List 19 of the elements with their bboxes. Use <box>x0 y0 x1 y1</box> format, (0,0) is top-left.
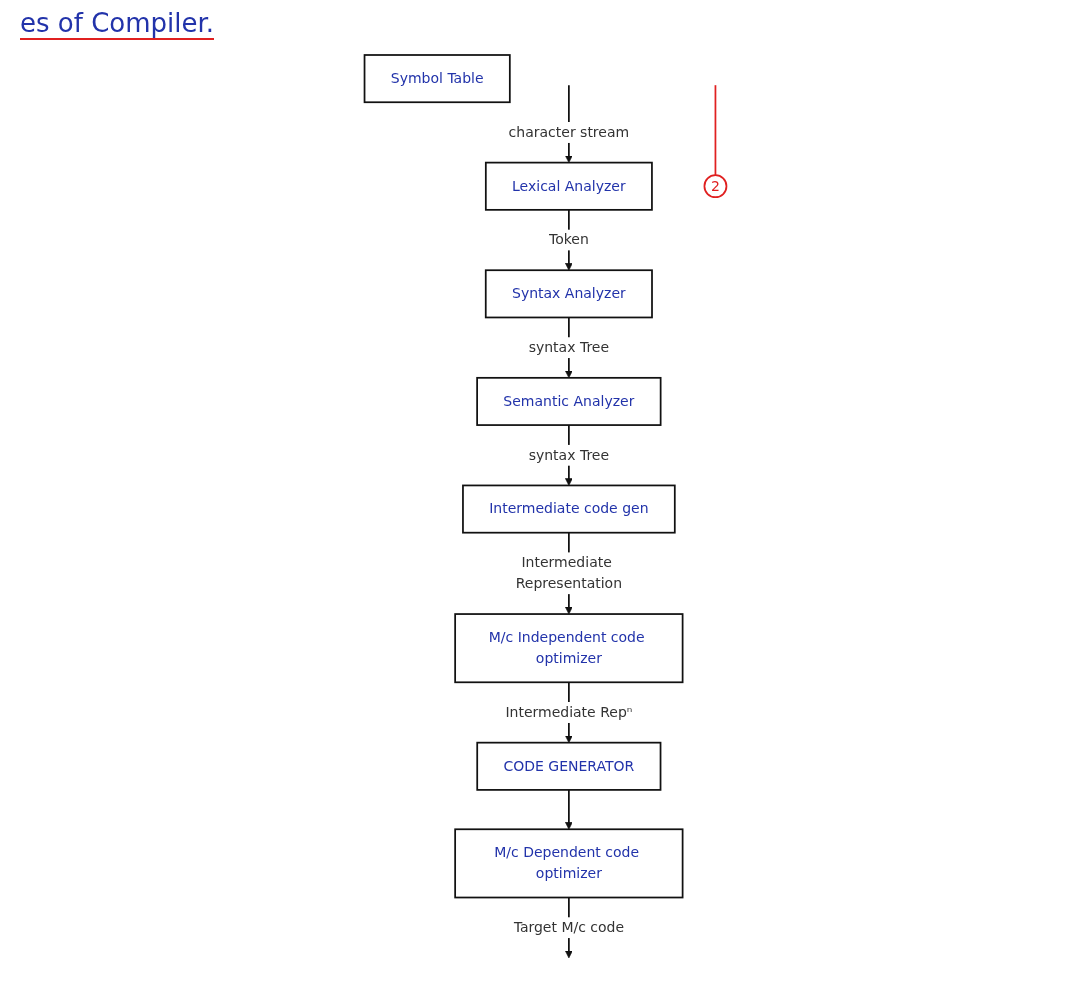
node-box: M/c Dependent code optimizer <box>454 828 684 899</box>
node-box: Syntax Analyzer <box>484 269 653 319</box>
edge-label: Intermediate Repⁿ <box>505 703 633 721</box>
node-box: M/c Independent code optimizer <box>454 613 684 684</box>
edge-label: Token <box>548 231 589 248</box>
node-box: Semantic Analyzer <box>476 376 662 426</box>
edge-label: Intermediate Representation <box>515 554 623 592</box>
node-box: Symbol Table <box>363 54 511 104</box>
edge-label: syntax Tree <box>528 446 610 464</box>
node-box: Intermediate code gen <box>462 484 676 534</box>
node-box: CODE GENERATOR <box>476 741 662 791</box>
edge-label: character stream <box>508 123 630 141</box>
edge-label: syntax Tree <box>528 338 610 356</box>
edge-label: Target M/c code <box>513 918 625 936</box>
title: es of Compiler. <box>20 8 215 40</box>
connector <box>714 84 717 177</box>
node-box: Lexical Analyzer <box>484 161 653 211</box>
node-circle: 2 <box>703 174 728 199</box>
arrow <box>565 789 573 830</box>
